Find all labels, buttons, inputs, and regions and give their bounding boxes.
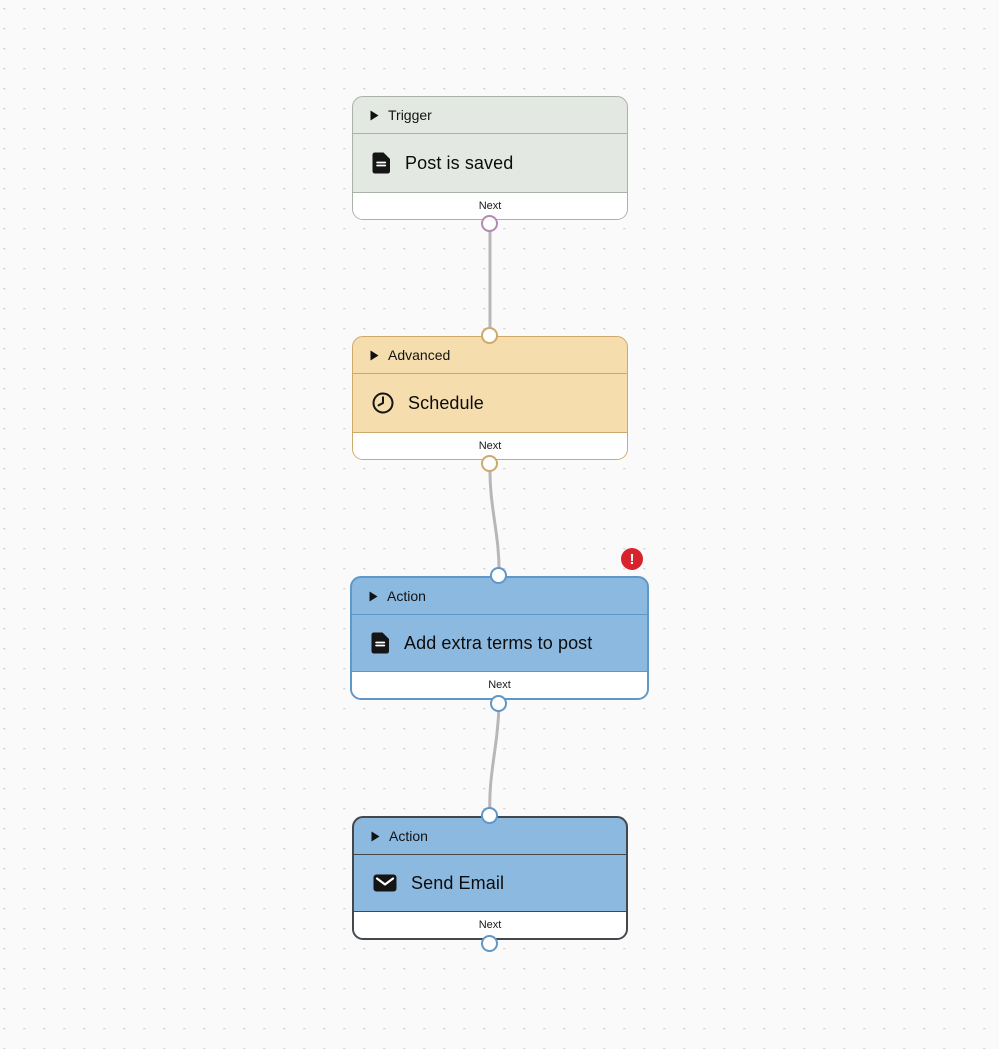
node-header[interactable]: Trigger [353,97,627,134]
node-footer-next: Next [352,671,647,698]
port-output-action-send-email-next[interactable] [481,935,498,952]
node-category-label: Advanced [388,347,451,363]
node-footer-next: Next [353,432,627,459]
collapse-arrow-icon[interactable] [370,110,379,121]
node-body[interactable]: Schedule [353,374,627,432]
mail-icon [373,874,397,892]
error-badge[interactable]: ! [621,548,643,570]
next-branch-label: Next [478,440,502,452]
node-title: Post is saved [405,152,514,173]
port-input-advanced[interactable] [481,327,498,344]
node-title: Schedule [408,392,484,413]
node-header[interactable]: Action [352,578,647,615]
node-title: Add extra terms to post [404,632,593,653]
error-badge-symbol: ! [629,550,635,568]
node-body[interactable]: Post is saved [353,134,627,192]
node-footer-next: Next [353,192,627,219]
node-footer-next: Next [354,911,626,938]
collapse-arrow-icon[interactable] [371,831,380,842]
node-title: Send Email [411,872,505,893]
collapse-arrow-icon[interactable] [369,591,378,602]
next-branch-label: Next [478,200,502,212]
port-input-action-send-email[interactable] [481,807,498,824]
collapse-arrow-icon[interactable] [370,350,379,361]
node-advanced[interactable]: Advanced Schedule Next [352,336,628,460]
node-action-send-email[interactable]: Action Send Email Next [352,816,628,940]
node-category-label: Trigger [388,107,432,123]
node-trigger[interactable]: Trigger Post is saved Next [352,96,628,220]
node-category-label: Action [387,588,426,604]
port-input-action-add-extra-terms[interactable] [490,567,507,584]
node-header[interactable]: Action [354,818,626,855]
document-icon [371,632,390,654]
node-body[interactable]: Send Email [354,855,626,911]
clock-icon [372,392,394,414]
next-branch-label: Next [478,919,502,931]
port-output-action-add-extra-terms-next[interactable] [490,695,507,712]
port-output-trigger-next[interactable] [481,215,498,232]
document-icon [372,152,391,174]
port-output-advanced-next[interactable] [481,455,498,472]
next-branch-label: Next [488,679,511,691]
node-header[interactable]: Advanced [353,337,627,374]
node-action-add-extra-terms[interactable]: Action Add extra terms to post Next [350,576,649,700]
node-category-label: Action [389,828,428,844]
node-body[interactable]: Add extra terms to post [352,615,647,671]
